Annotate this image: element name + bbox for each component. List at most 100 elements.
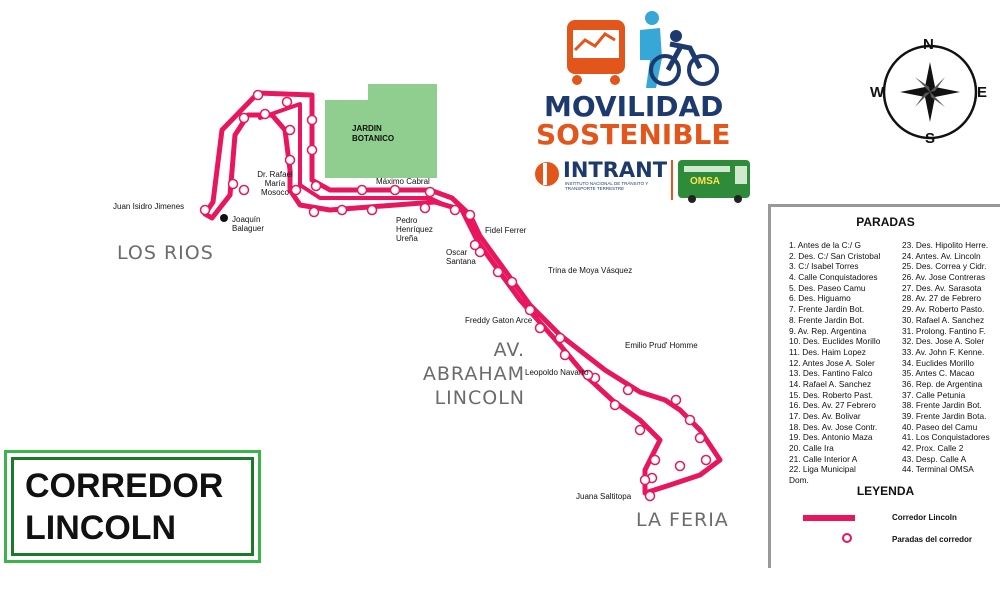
- street-joaquin-balaguer: Joaquín Balaguer: [232, 215, 265, 233]
- stop-list-item: 28. Av. 27 de Febrero: [902, 293, 982, 304]
- compass-rose-icon: [882, 44, 978, 140]
- legend-route-label: Corredor Lincoln: [892, 513, 957, 522]
- stop-marker: [199, 204, 211, 216]
- stop-marker: [644, 490, 656, 502]
- corridor-title-inner: [11, 457, 254, 556]
- stop-list-item: 26. Av. Jose Contreras: [902, 272, 986, 283]
- stop-list-item: 22. Liga Municipal: [789, 464, 856, 475]
- stop-list-item: 20. Calle Ira: [789, 443, 834, 454]
- stop-marker: [639, 474, 651, 486]
- stop-list-item: 14. Rafael A. Sanchez: [789, 378, 872, 389]
- area-la-feria: LA FERIA: [636, 509, 729, 531]
- stop-list-item: 34. Euclides Morillo: [902, 357, 974, 368]
- stop-list-item: 39. Frente Jardin Bota.: [902, 411, 987, 421]
- stop-marker: [609, 399, 621, 411]
- stop-marker: [634, 424, 646, 436]
- stop-list-item: 11. Des. Haim Lopez: [789, 346, 866, 357]
- stop-list-item: 15. Des. Roberto Past.: [789, 389, 873, 400]
- terminal-marker: [220, 214, 228, 222]
- stop-list-item: 37. Calle Petunia: [902, 389, 966, 400]
- stop-list-item: Dom.: [789, 475, 809, 486]
- stop-marker: [469, 239, 481, 251]
- stop-marker: [424, 186, 436, 198]
- stop-marker: [366, 204, 378, 216]
- route-stops: [199, 89, 712, 502]
- stop-marker: [684, 414, 696, 426]
- stop-marker: [449, 204, 461, 216]
- stop-marker: [310, 180, 322, 192]
- stop-list-item: 2. Des. C:/ San Cristobal: [789, 250, 881, 261]
- compass-s: S: [925, 130, 936, 147]
- compass-n: N: [923, 36, 934, 53]
- stop-list-item: 42. Prox. Calle 2: [902, 443, 964, 454]
- street-fidel-ferrer: Fidel Ferrer: [485, 226, 527, 235]
- stop-list-item: 31. Prolong. Fantino F.: [902, 325, 986, 336]
- stop-marker: [284, 124, 296, 136]
- stop-marker: [238, 112, 250, 124]
- compass-e: E: [977, 84, 988, 101]
- legend-stop-swatch: [842, 533, 852, 543]
- street-leopoldo-navarro: Leopoldo Navarro: [525, 368, 589, 377]
- stop-list-item: 25. Des. Correa y Cidr.: [902, 261, 987, 272]
- logo-sostenible: SOSTENIBLE: [536, 118, 731, 151]
- bicycle-logo-icon: [649, 30, 719, 86]
- stop-marker: [674, 460, 686, 472]
- stop-list-item: 40. Paseo del Camu: [902, 421, 978, 432]
- stop-marker: [336, 204, 348, 216]
- legend-title: LEYENDA: [856, 484, 915, 498]
- corridor-title-box: CORREDOR LINCOLN: [4, 450, 261, 563]
- stop-list-item: 19. Des. Antonio Maza: [789, 432, 873, 443]
- corridor-title-line2: LINCOLN: [25, 509, 177, 547]
- stop-marker: [389, 184, 401, 196]
- stop-list-item: 44. Terminal OMSA: [902, 464, 974, 475]
- stop-list-item: 12. Antes Jose A. Soler: [789, 357, 875, 368]
- stop-marker: [622, 384, 634, 396]
- stop-list-item: 4. Calle Conquistadores: [789, 272, 878, 283]
- stop-marker: [290, 184, 302, 196]
- stop-list-item: 8. Frente Jardin Bot.: [789, 314, 865, 325]
- stop-marker: [356, 184, 368, 196]
- stop-list-item: 21. Calle Interior A: [789, 453, 858, 464]
- compass-w: W: [870, 84, 885, 101]
- area-los-rios: LOS RIOS: [117, 242, 214, 264]
- logo-movilidad: MOVILIDAD: [544, 90, 724, 123]
- stop-list-item: 38. Frente Jardin Bot.: [902, 400, 982, 411]
- stop-list-item: 9. Av. Rep. Argentina: [789, 325, 867, 336]
- stop-list-item: 18. Des. Av. Jose Contr.: [789, 421, 878, 432]
- intrant-logo-icon: [535, 162, 559, 186]
- stop-list-item: 41. Los Conquistadores: [902, 432, 990, 443]
- area-av-abraham-lincoln: AV. ABRAHAM LINCOLN: [422, 339, 525, 409]
- corridor-title-line1: CORREDOR: [25, 467, 224, 505]
- stop-list-item: 6. Des. Higuamo: [789, 293, 851, 304]
- stop-marker: [238, 184, 250, 196]
- stop-marker: [554, 332, 566, 344]
- stop-marker: [259, 108, 271, 120]
- stop-list-item: 23. Des. Hipolito Herre.: [902, 240, 989, 250]
- stop-marker: [649, 454, 661, 466]
- logo-intrant: INTRANT: [563, 158, 668, 182]
- street-juana-saltitopa: Juana Saltitopa: [576, 492, 632, 501]
- stop-list-item: 3. C:/ Isabel Torres: [789, 261, 859, 272]
- stop-marker: [534, 322, 546, 334]
- street-oscar-santana: Oscar Santana: [446, 248, 476, 266]
- bus-logo-icon: [567, 20, 625, 85]
- stop-marker: [281, 96, 293, 108]
- stop-marker: [306, 144, 318, 156]
- stop-marker: [700, 454, 712, 466]
- stop-list-item: 43. Desp. Calle A: [902, 453, 967, 464]
- stop-marker: [694, 432, 706, 444]
- stop-list-item: 16. Des. Av. 27 Febrero: [789, 400, 876, 411]
- street-maximo-cabral: Máximo Cabral: [376, 177, 430, 186]
- stop-list-item: 1. Antes de la C:/ G: [789, 240, 861, 250]
- stop-marker: [419, 202, 431, 214]
- corridor-title-text: CORREDOR LINCOLN: [25, 465, 223, 549]
- stop-list-item: 13. Des. Fantino Falco: [789, 368, 873, 379]
- stop-list-item: 32. Des. Jose A. Soler: [902, 336, 985, 347]
- omsa-bus-icon: [678, 160, 750, 203]
- stop-list-item: 5. Des. Paseo Camu: [789, 282, 866, 293]
- street-juan-isidro: Juan Isidro Jimenes: [113, 202, 185, 211]
- stop-list-item: 33. Av. John F. Kenne.: [902, 346, 985, 357]
